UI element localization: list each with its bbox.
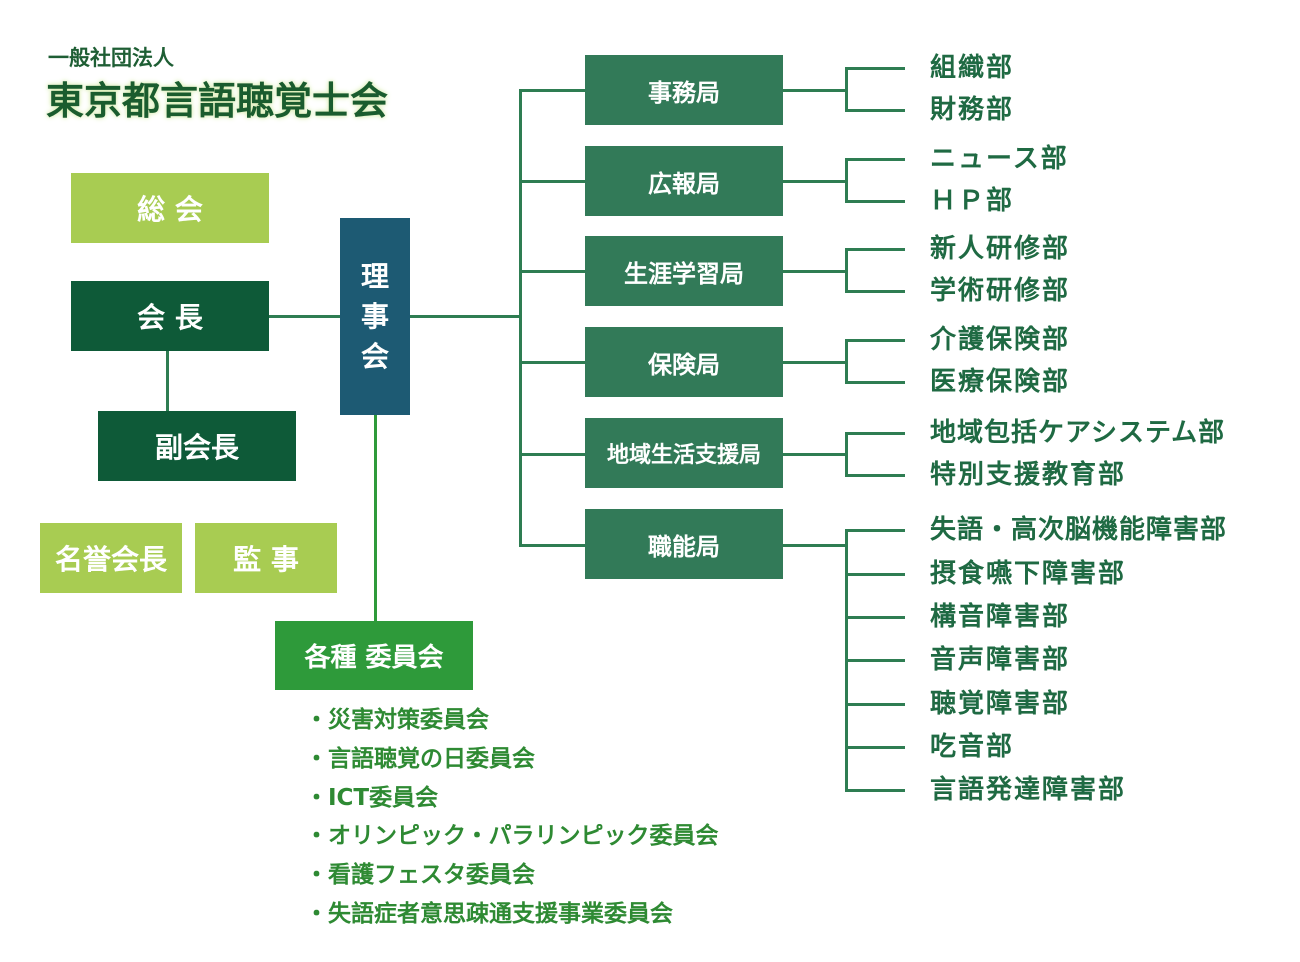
- connector-dept: [845, 432, 905, 435]
- dept-label: 失語・高次脳機能障害部: [930, 515, 1228, 545]
- connector-dept: [845, 616, 905, 619]
- connector-dept: [845, 339, 848, 383]
- connector-dept: [845, 789, 905, 792]
- connector-dept: [845, 67, 905, 70]
- vice-president-box: 副会長: [98, 411, 296, 481]
- connector-dept: [783, 89, 847, 92]
- connector-dept: [783, 544, 847, 547]
- connector-dept: [845, 200, 905, 203]
- connector-bureau-3: [519, 270, 585, 273]
- dept-label: 構音障害部: [930, 602, 1071, 632]
- connector-dept: [845, 432, 848, 476]
- dept-label: 言語発達障害部: [930, 775, 1127, 805]
- connector-bureau-1: [519, 89, 585, 92]
- connector-president-board: [269, 315, 340, 318]
- connector-dept: [845, 573, 905, 576]
- dept-label: 学術研修部: [930, 276, 1071, 306]
- connector-bureau-6: [519, 544, 585, 547]
- dept-label: ニュース部: [930, 144, 1069, 174]
- connector-dept: [845, 381, 905, 384]
- connector-dept: [845, 339, 905, 342]
- dept-label: ＨＰ部: [930, 186, 1015, 216]
- connector-dept: [845, 158, 848, 202]
- auditor-box: 監 事: [195, 523, 337, 593]
- committee-item: ・失語症者意思疎通支援事業委員会: [305, 901, 673, 927]
- dept-label: 特別支援教育部: [930, 460, 1127, 490]
- connector-dept: [783, 453, 847, 456]
- connector-board-committees: [374, 415, 377, 621]
- general-meeting-box: 総 会: [71, 173, 269, 243]
- dept-label: 新人研修部: [930, 234, 1071, 264]
- connector-dept: [845, 290, 905, 293]
- connector-dept: [783, 270, 847, 273]
- connector-dept: [845, 109, 905, 112]
- board-box: 理 事 会: [340, 218, 410, 415]
- connector-bureau-2: [519, 180, 585, 183]
- connector-dept: [783, 361, 847, 364]
- connector-dept: [845, 746, 905, 749]
- connector-board-spine: [410, 315, 521, 318]
- dept-label: 介護保険部: [930, 325, 1071, 355]
- bureau-box-shokuno: 職能局: [585, 509, 783, 579]
- connector-dept: [783, 180, 847, 183]
- dept-label: 医療保険部: [930, 367, 1071, 397]
- committee-item: ・オリンピック・パラリンピック委員会: [305, 823, 719, 849]
- dept-label: 地域包括ケアシステム部: [930, 418, 1226, 448]
- bureau-spine: [519, 90, 522, 546]
- committees-box: 各種 委員会: [275, 621, 473, 690]
- dept-label: 財務部: [930, 95, 1015, 125]
- connector-dept: [845, 158, 905, 161]
- bureau-box-chiiki: 地域生活支援局: [585, 418, 783, 488]
- committee-item: ・看護フェスタ委員会: [305, 862, 535, 888]
- honorary-president-box: 名誉会長: [40, 523, 182, 593]
- committee-item: ・ICT委員会: [305, 785, 439, 811]
- bureau-box-koho: 広報局: [585, 146, 783, 216]
- committee-item: ・災害対策委員会: [305, 707, 489, 733]
- connector-dept: [845, 659, 905, 662]
- connector-president-vice: [166, 351, 169, 411]
- connector-dept: [845, 248, 848, 292]
- connector-dept: [845, 67, 848, 111]
- connector-bureau-5: [519, 453, 585, 456]
- bureau-box-shogai-gakushu: 生涯学習局: [585, 236, 783, 306]
- connector-dept: [845, 474, 905, 477]
- bureau-box-hoken: 保険局: [585, 327, 783, 397]
- connector-dept: [845, 703, 905, 706]
- president-box: 会 長: [71, 281, 269, 351]
- bureau-box-jimu: 事務局: [585, 55, 783, 125]
- org-subtitle: 一般社団法人: [48, 46, 174, 70]
- committee-item: ・言語聴覚の日委員会: [305, 746, 535, 772]
- connector-dept: [845, 248, 905, 251]
- dept-label: 摂食嚥下障害部: [930, 559, 1127, 589]
- connector-dept: [845, 529, 905, 532]
- dept-label: 音声障害部: [930, 645, 1071, 675]
- org-name: 東京都言語聴覚士会: [46, 79, 389, 123]
- dept-label: 聴覚障害部: [930, 689, 1071, 719]
- dept-label: 吃音部: [930, 732, 1015, 762]
- dept-label: 組織部: [930, 53, 1015, 83]
- connector-bureau-4: [519, 361, 585, 364]
